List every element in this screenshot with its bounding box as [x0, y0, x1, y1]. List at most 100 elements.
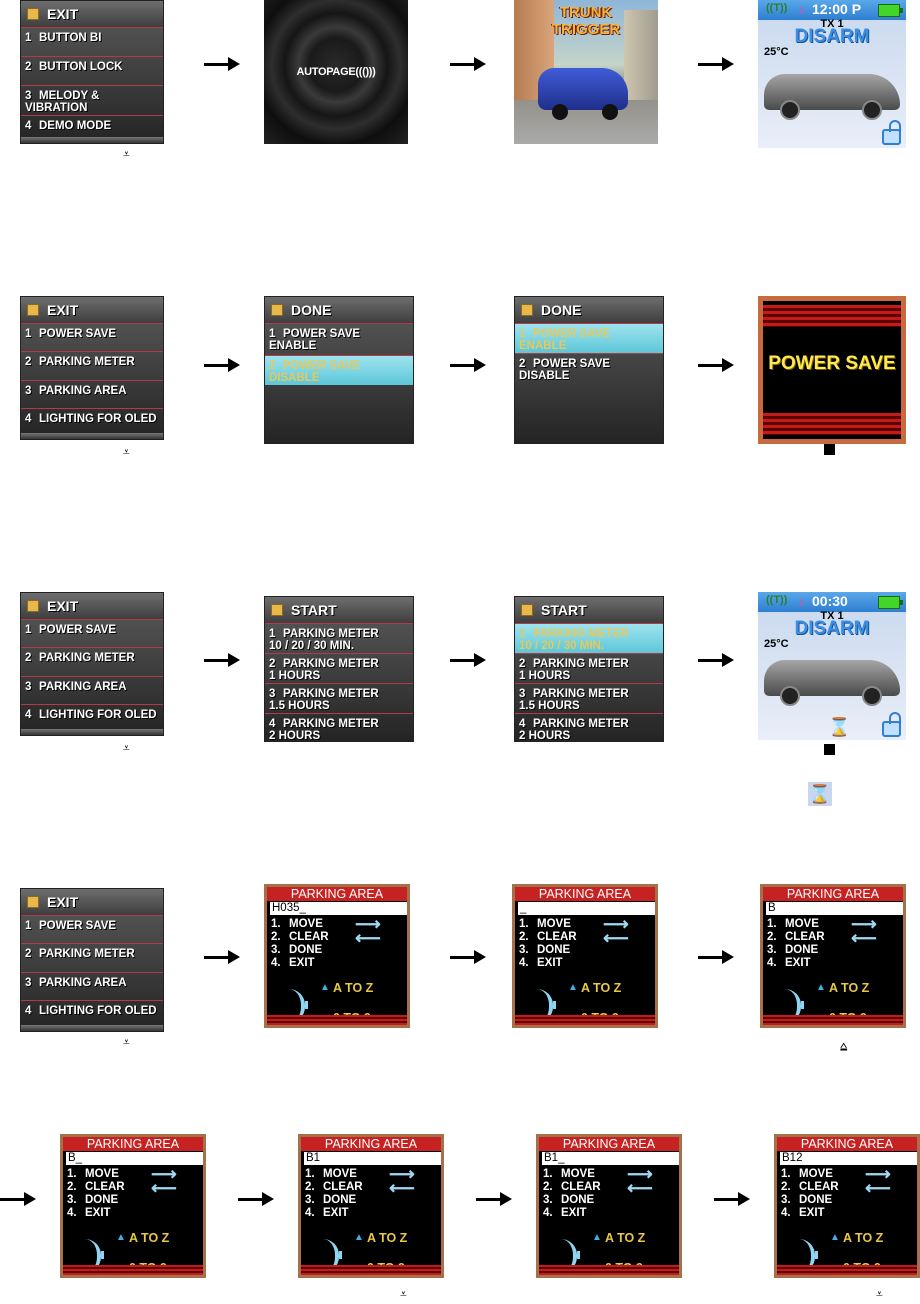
option-done[interactable]: 3.DONE [543, 1194, 594, 1207]
option-exit[interactable]: 4.EXIT [271, 957, 315, 970]
option-number: 1. [781, 1168, 791, 1180]
option-move[interactable]: 1.MOVE [305, 1168, 357, 1181]
parking-area-entry-field[interactable]: _ [518, 902, 655, 915]
option-number: 3. [781, 1194, 791, 1206]
option-clear[interactable]: 2.CLEAR [67, 1181, 125, 1194]
option-done[interactable]: 3.DONE [767, 944, 818, 957]
option-done[interactable]: 3.DONE [271, 944, 322, 957]
option-exit[interactable]: 4.EXIT [519, 957, 563, 970]
option-clear[interactable]: 2.CLEAR [767, 931, 825, 944]
option-move[interactable]: 1.MOVE [767, 918, 819, 931]
option-label: EXIT [561, 1207, 587, 1219]
parking-area-entry-field[interactable]: B [766, 902, 903, 915]
option-label: EXIT [537, 957, 563, 969]
item-number: 4 [269, 718, 276, 730]
option-label: CLEAR [561, 1181, 601, 1193]
option-exit[interactable]: 4.EXIT [781, 1207, 825, 1220]
parking-area-entry-field[interactable]: H035_ [270, 902, 407, 915]
option-move[interactable]: 1.MOVE [781, 1168, 833, 1181]
item-number: 2 [519, 358, 526, 370]
parking-area-entry-field[interactable]: B1_ [542, 1152, 679, 1165]
option-number: 1. [271, 918, 281, 930]
parking-area-entry-field[interactable]: B_ [66, 1152, 203, 1165]
option-move[interactable]: 1.MOVE [543, 1168, 595, 1181]
item-label: PARKING METER 1.5 HOURS [519, 688, 629, 712]
option-number: 3. [67, 1194, 77, 1206]
option-move[interactable]: 1.MOVE [519, 918, 571, 931]
item-label: PARKING METER [39, 948, 135, 960]
item-number: 3 [25, 90, 32, 102]
flow-arrow-icon [698, 358, 734, 372]
item-number: 2 [269, 658, 276, 670]
option-clear[interactable]: 2.CLEAR [305, 1181, 363, 1194]
item-label: PARKING AREA [39, 385, 127, 397]
option-number: 4. [305, 1207, 315, 1219]
red-bottom-bar [301, 1265, 441, 1275]
parking-area-title: PARKING AREA [539, 1137, 679, 1151]
option-clear[interactable]: 2.CLEAR [519, 931, 577, 944]
up-triangle-icon: ▲ [116, 1232, 126, 1243]
up-triangle-icon: ▲ [592, 1232, 602, 1243]
parking-area-entry-field[interactable]: B12 [780, 1152, 917, 1165]
parking-area-title: PARKING AREA [63, 1137, 203, 1151]
option-number: 2. [305, 1181, 315, 1193]
item-label: MELODY & VIBRATION [25, 90, 100, 114]
menu-header-label: EXIT [47, 894, 79, 910]
arrow-left-icon: ⟵ [355, 928, 381, 948]
option-done[interactable]: 3.DONE [519, 944, 570, 957]
option-label: CLEAR [289, 931, 329, 943]
option-exit[interactable]: 4.EXIT [305, 1207, 349, 1220]
option-clear[interactable]: 2.CLEAR [781, 1181, 839, 1194]
option-label: EXIT [785, 957, 811, 969]
option-done[interactable]: 3.DONE [67, 1194, 118, 1207]
flow-arrow-icon [238, 1192, 274, 1206]
flow-arrow-icon [698, 57, 734, 71]
parking-area-entry-field[interactable]: B1 [304, 1152, 441, 1165]
option-exit[interactable]: 4.EXIT [767, 957, 811, 970]
option-move[interactable]: 1.MOVE [271, 918, 323, 931]
option-move[interactable]: 1.MOVE [67, 1168, 119, 1181]
signal-dash-icon [339, 1251, 342, 1259]
option-label: MOVE [323, 1168, 357, 1180]
option-exit[interactable]: 4.EXIT [543, 1207, 587, 1220]
option-label: MOVE [537, 918, 571, 930]
option-exit[interactable]: 4.EXIT [67, 1207, 111, 1220]
item-label: DEMO MODE [39, 120, 112, 132]
option-clear[interactable]: 2.CLEAR [543, 1181, 601, 1194]
option-done[interactable]: 3.DONE [305, 1194, 356, 1207]
option-clear[interactable]: 2.CLEAR [271, 931, 329, 944]
option-number: 3. [305, 1194, 315, 1206]
option-done[interactable]: 3.DONE [781, 1194, 832, 1207]
item-label: PARKING METER 2 HOURS [269, 718, 379, 742]
